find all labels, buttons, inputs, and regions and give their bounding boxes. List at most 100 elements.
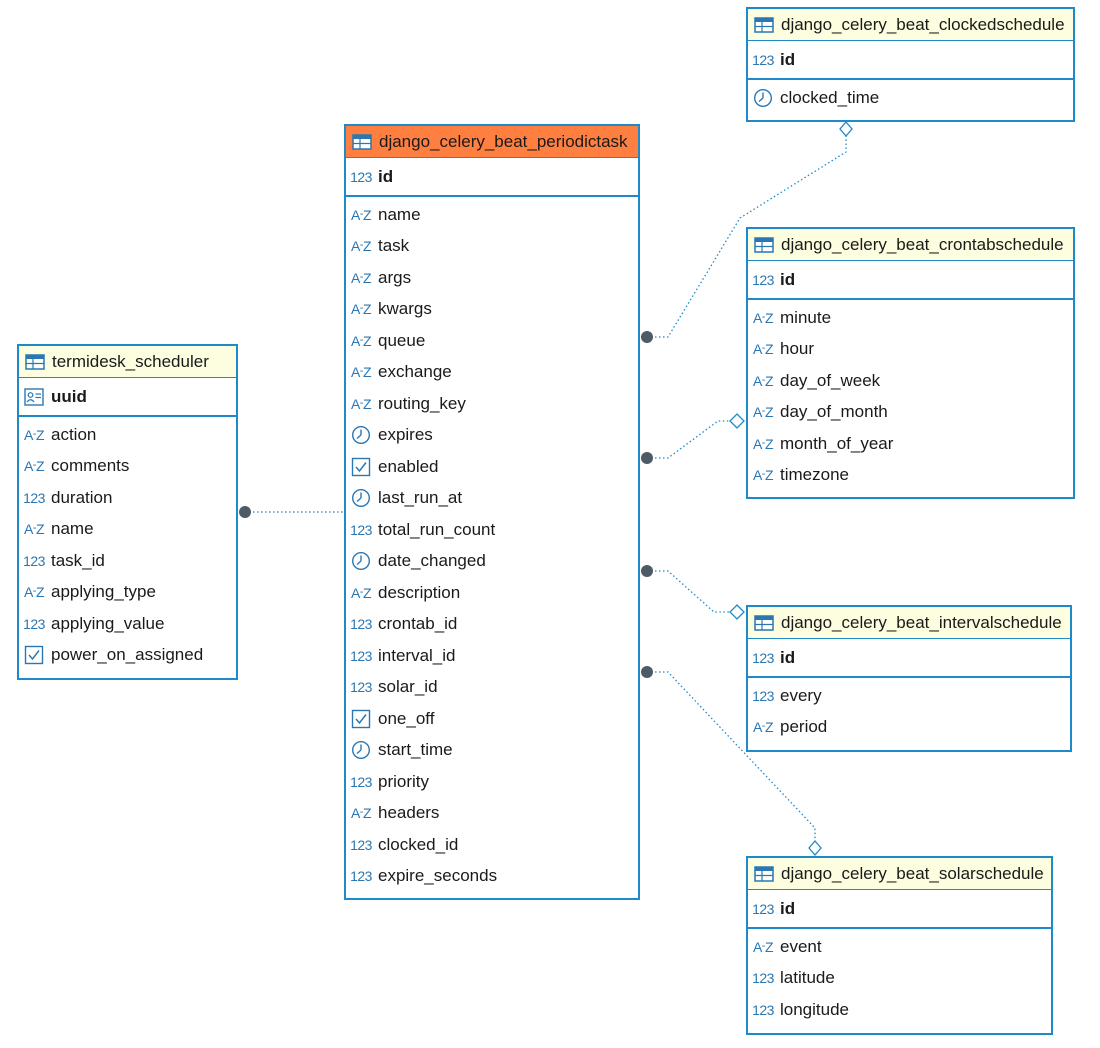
column-name: power_on_assigned [51,645,204,665]
column-name: id [780,898,796,918]
column-name: one_off [378,708,435,728]
table-column[interactable]: start_time [346,735,638,767]
checkbox-icon [350,457,372,476]
entity-header[interactable]: django_celery_beat_periodictask [346,126,638,158]
column-name: expires [378,425,433,445]
table-column[interactable]: A-Z name [19,514,236,546]
column-name: task_id [51,550,105,570]
entity-header[interactable]: django_celery_beat_crontabschedule [748,229,1073,261]
table-column[interactable]: A-Z queue [346,325,638,357]
entity-header[interactable]: django_celery_beat_intervalschedule [748,607,1070,639]
text-type-icon: A-Z [350,332,372,349]
column-name: id [378,166,394,186]
clock-icon [350,489,372,508]
primary-key-column[interactable]: uuid [19,380,236,413]
numeric-type-icon: 123 [23,552,45,569]
link-endpoint-diamond [839,121,853,137]
table-column[interactable]: power_on_assigned [19,640,236,672]
table-column[interactable]: enabled [346,451,638,483]
column-name: name [51,519,94,539]
entity-header[interactable]: termidesk_scheduler [19,346,236,378]
table-column[interactable]: 123 task_id [19,545,236,577]
table-column[interactable]: last_run_at [346,483,638,515]
numeric-type-icon: 123 [752,51,774,68]
text-type-icon: A-Z [350,584,372,601]
table-column[interactable]: one_off [346,703,638,735]
numeric-type-icon: 123 [23,489,45,506]
link-endpoint-dot [239,506,251,518]
column-name: queue [378,330,426,350]
entity-title: django_celery_beat_intervalschedule [781,612,1062,632]
text-type-icon: A-Z [350,301,372,318]
link-endpoint-dot [641,666,653,678]
entity-header[interactable]: django_celery_beat_solarschedule [748,858,1051,890]
text-type-icon: A-Z [752,404,774,421]
numeric-type-icon: 123 [350,521,372,538]
column-list: clocked_time [748,80,1073,115]
text-type-icon: A-Z [350,395,372,412]
table-column[interactable]: date_changed [346,546,638,578]
numeric-type-icon: 123 [350,616,372,633]
numeric-type-icon: 123 [350,836,372,853]
text-type-icon: A-Z [752,309,774,326]
column-name: uuid [51,386,87,406]
entity-header[interactable]: django_celery_beat_clockedschedule [748,9,1073,41]
table-column[interactable]: expires [346,420,638,452]
column-name: hour [780,339,815,359]
column-name: longitude [780,999,850,1019]
column-name: action [51,424,97,444]
primary-key-section: uuid [19,378,236,417]
text-type-icon: A-Z [752,467,774,484]
table-icon [25,353,45,370]
column-name: interval_id [378,645,456,665]
table-column[interactable]: clocked_time [748,82,1073,114]
text-type-icon: A-Z [23,521,45,538]
clock-icon [752,88,774,107]
text-type-icon: A-Z [23,458,45,475]
